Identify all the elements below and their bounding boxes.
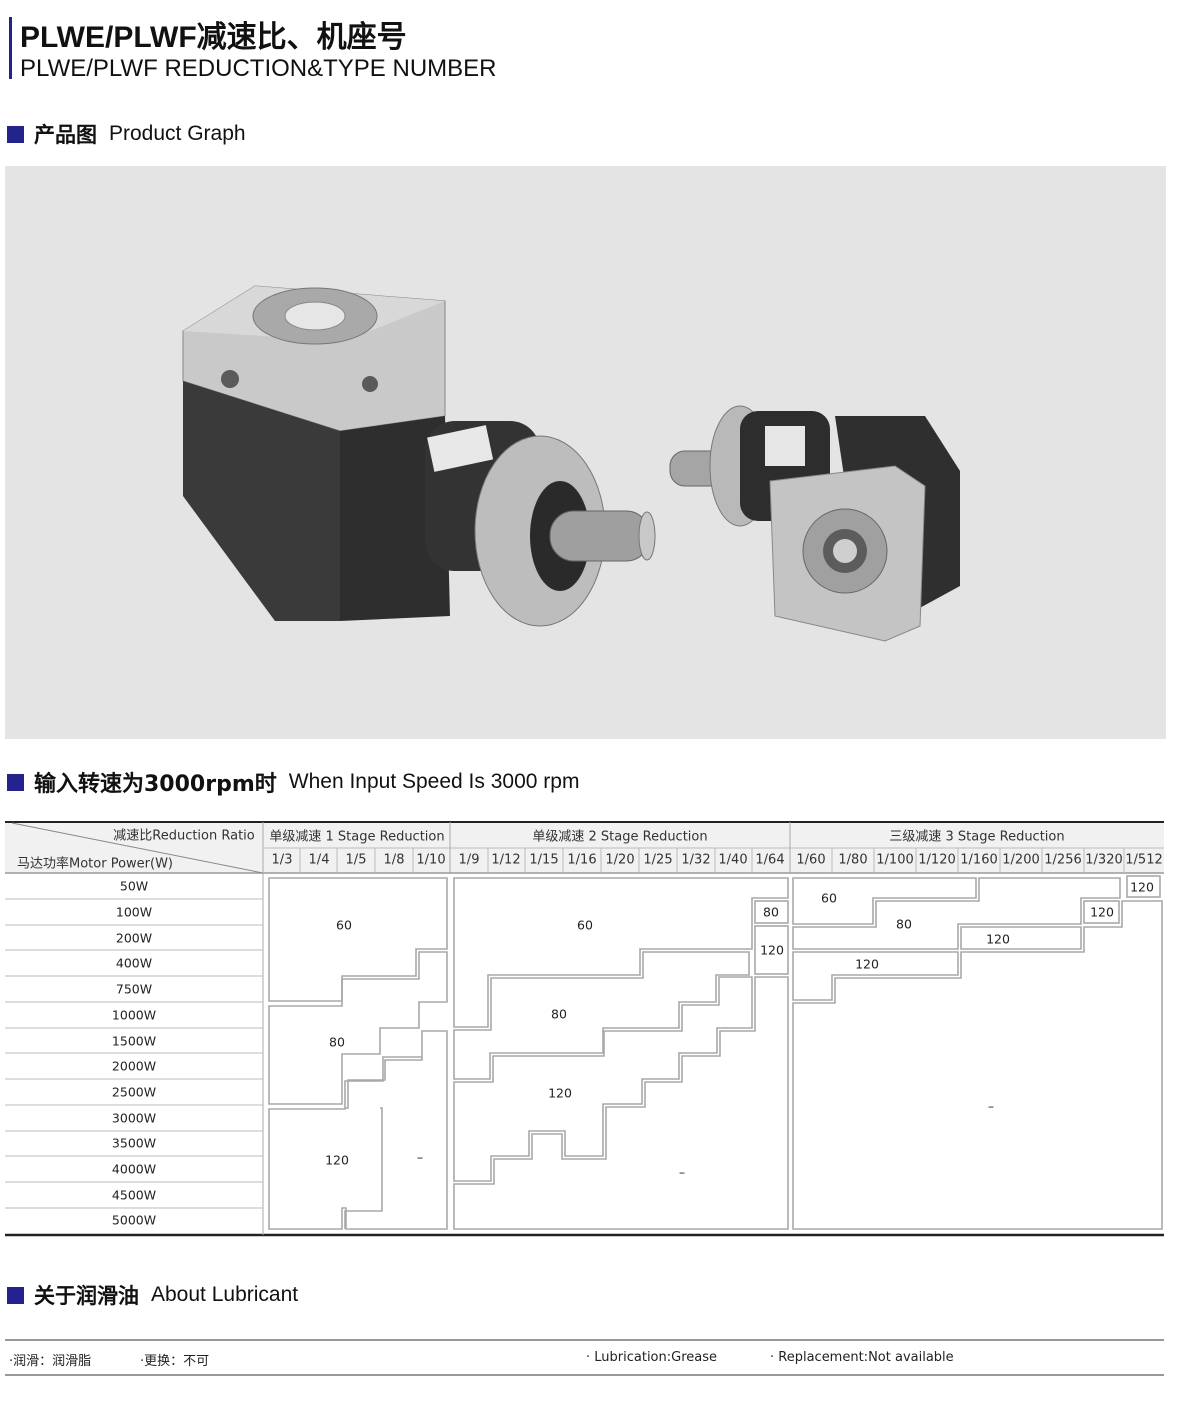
frame-size-value: 120 [1130,879,1154,895]
section-title-cn: 产品图 [34,123,97,147]
section-title-en: About Lubricant [151,1283,299,1306]
row-label-power: 1000W [111,1007,157,1023]
section-title-cn: 关于润滑油 [34,1284,139,1308]
group-header-2-stage: 单级减速 2 Stage Reduction [532,829,708,845]
replacement-cn: ·更换：不可 [140,1354,210,1369]
lubricant-bottom-rule [5,1374,1164,1376]
page-subtitle: PLWE/PLWF REDUCTION&TYPE NUMBER [20,55,497,82]
frame-size-value: 120 [986,931,1010,947]
frame-size-value: 120 [1090,904,1114,920]
ratio-header: 1/100 [876,852,914,868]
title-accent-bar [9,17,12,79]
ratio-header: 1/160 [960,852,998,868]
ratio-header: 1/120 [918,852,956,868]
ratio-header: 1/9 [458,852,480,868]
section-marker-icon [7,125,24,143]
frame-size-value: 60 [336,917,352,933]
ratio-header: 1/3 [271,852,293,868]
ratio-header: 1/5 [345,852,367,868]
ratio-header: 1/512 [1125,852,1163,868]
not-available-dash: – [987,1098,995,1114]
ratio-header: 1/4 [308,852,330,868]
row-label-power: 3000W [111,1110,157,1126]
ratio-header: 1/20 [605,852,635,868]
ratio-header: 1/40 [718,852,748,868]
section-title-en: Product Graph [109,122,246,145]
frame-size-value: 120 [548,1085,572,1101]
row-label-power: 4500W [111,1187,157,1203]
row-label-power: 3500W [111,1135,157,1151]
frame-size-value: 80 [551,1006,567,1022]
ratio-header: 1/80 [838,852,868,868]
row-label-power: 4000W [111,1161,157,1177]
frame-size-value: 80 [763,904,779,920]
ratio-header: 1/64 [755,852,785,868]
frame-size-value: 120 [325,1152,349,1168]
row-label-power: 100W [115,904,153,920]
section-title-cn: 输入转速为3000rpm时 [34,772,277,797]
row-label-power: 2500W [111,1084,157,1100]
ratio-header: 1/200 [1002,852,1040,868]
ratio-header: 1/32 [681,852,711,868]
row-label-power: 400W [115,955,153,971]
ratio-header: 1/256 [1044,852,1082,868]
gear-reducer-illustration [182,285,960,642]
ratio-header: 1/12 [491,852,521,868]
ratio-header: 1/8 [383,852,405,868]
page-title: PLWE/PLWF减速比、机座号 [20,21,407,54]
frame-size-value: 60 [821,890,837,906]
section-marker-icon [7,1286,24,1304]
section-heading-lubricant: 关于润滑油 About Lubricant [7,1280,298,1310]
ratio-header: 1/16 [567,852,597,868]
frame-size-value: 60 [577,917,593,933]
section-heading-product: 产品图 Product Graph [7,119,246,149]
corner-label-power: 马达功率Motor Power(W) [16,856,174,872]
ratio-header: 1/10 [416,852,446,868]
corner-label-ratio: 减速比Reduction Ratio [113,828,255,844]
row-label-power: 1500W [111,1033,157,1049]
ratio-header: 1/320 [1085,852,1123,868]
ratio-header: 1/25 [643,852,673,868]
row-label-power: 5000W [111,1212,157,1228]
ratio-header: 1/15 [529,852,559,868]
section-marker-icon [7,773,24,791]
not-available-dash: – [678,1164,686,1180]
group-header-3-stage: 三级减速 3 Stage Reduction [889,829,1065,845]
frame-size-value: 80 [896,916,912,932]
ratio-header: 1/60 [796,852,826,868]
not-available-dash: – [416,1149,424,1165]
frame-size-value: 120 [760,942,784,958]
lubrication-en: · Lubrication:Grease [586,1350,717,1365]
region-outlines [268,875,1163,1230]
frame-size-value: 120 [855,956,879,972]
row-label-power: 200W [115,930,153,946]
frame-size-value: 80 [329,1034,345,1050]
product-image [5,166,1166,739]
group-header-1-stage: 单级减速 1 Stage Reduction [269,829,445,845]
section-title-en: When Input Speed Is 3000 rpm [288,770,580,793]
replacement-en: · Replacement:Not available [770,1350,954,1365]
row-label-power: 750W [115,981,153,997]
lubrication-cn: ·润滑：润滑脂 [9,1354,92,1369]
lubricant-top-rule [5,1339,1164,1341]
row-label-power: 2000W [111,1058,157,1074]
section-heading-speed: 输入转速为3000rpm时 When Input Speed Is 3000 r… [7,766,579,798]
row-label-power: 50W [119,878,149,894]
